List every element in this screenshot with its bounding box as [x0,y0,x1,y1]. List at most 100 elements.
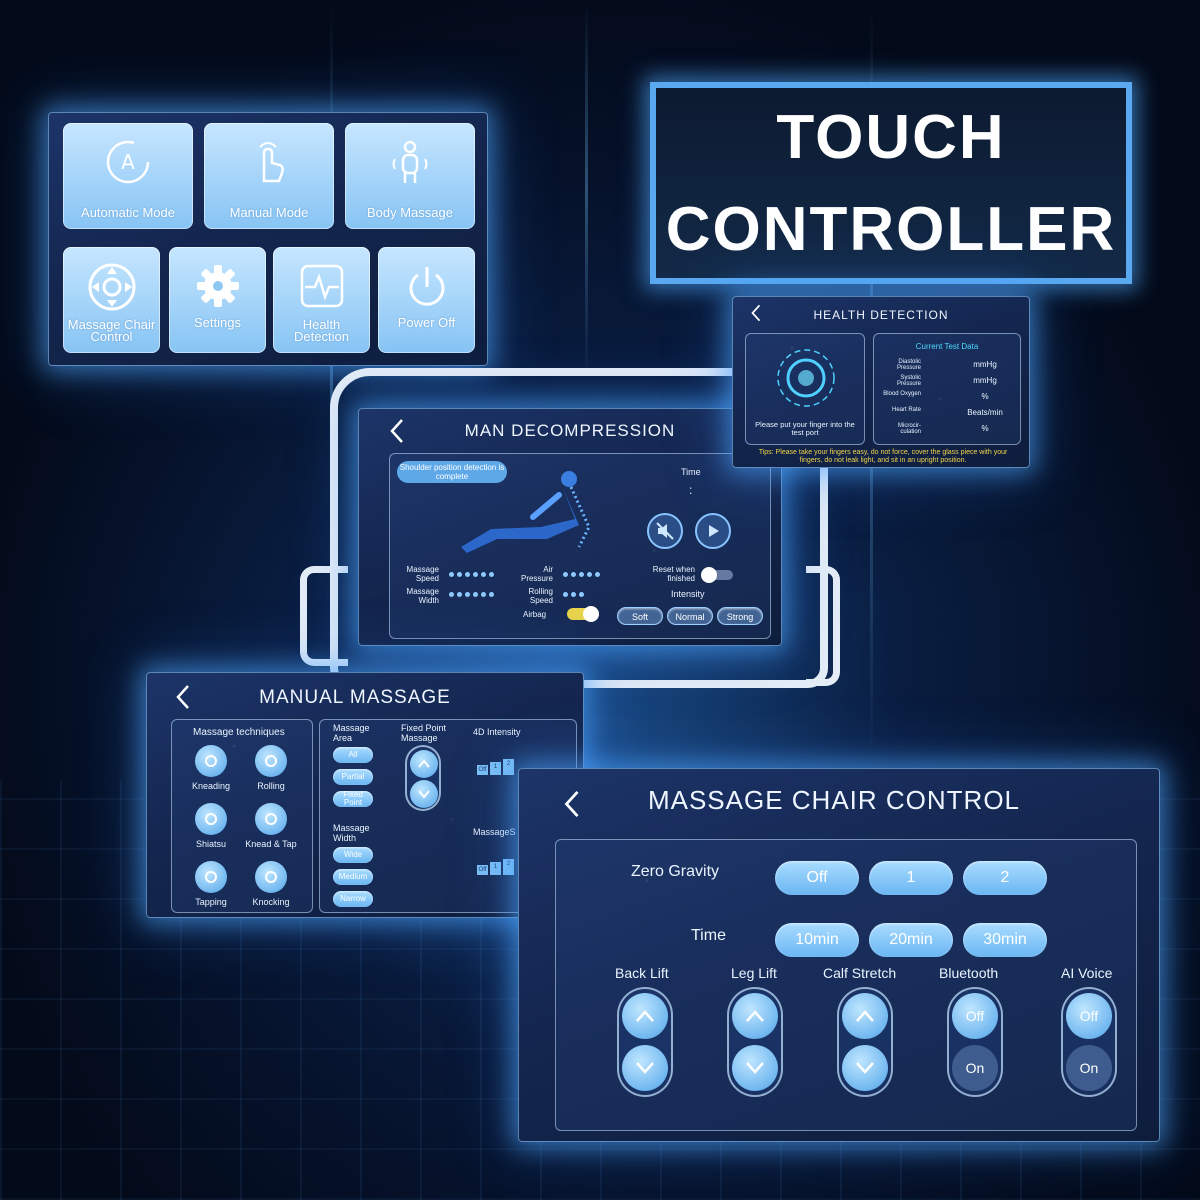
calf-stretch-label: Calf Stretch [823,965,897,981]
controller-arm-left [300,566,348,666]
time-20min-button[interactable]: 20min [869,923,953,957]
leg-lift-up-button[interactable] [732,993,778,1039]
technique-button[interactable] [255,745,287,777]
massage-width-dots[interactable] [449,592,494,597]
techniques-box [171,719,313,913]
techniques-title: Massage techniques [193,727,285,738]
massage-speed-level[interactable]: 1 [490,862,501,875]
current-test-title: Current Test Data [915,342,979,351]
fixed-point-up-button[interactable] [410,750,438,778]
zero-gravity-1-button[interactable]: 1 [869,861,953,895]
ai-voice-on-button[interactable]: On [1066,1045,1112,1091]
air-pressure-dots[interactable] [563,572,600,577]
rolling-speed-label: Rolling Speed [528,587,553,605]
time-10min-button[interactable]: 10min [775,923,859,957]
massage-speed-dots[interactable] [449,572,494,577]
test-data-box [873,333,1021,445]
massage-width-option[interactable]: Medium [333,869,373,885]
play-button[interactable] [695,513,731,549]
back-arrow-icon[interactable] [387,417,407,445]
bluetooth-on-button[interactable]: On [952,1045,998,1091]
technique-label: Rolling [257,781,285,791]
intensity-normal-button[interactable]: Normal [667,607,713,625]
intensity-4d-level[interactable]: 2 [503,759,514,775]
intensity-4d-level[interactable]: Off [477,765,488,775]
tile-power-off[interactable]: Power Off [378,247,475,353]
main-menu-panel: A Automatic Mode Manual Mode Body Massag… [48,112,488,366]
massage-area-option[interactable]: Partial [333,769,373,785]
tile-label: Health Detection [294,317,349,344]
back-arrow-icon[interactable] [561,787,583,821]
chevron-down-icon [856,1062,874,1074]
intensity-label: Intensity [671,589,705,599]
technique-button[interactable] [195,745,227,777]
massage-speed-level[interactable]: 2 [503,859,514,875]
zero-gravity-2-button[interactable]: 2 [963,861,1047,895]
intensity-4d-level[interactable]: 1 [490,762,501,775]
gear-icon [196,265,239,307]
tile-label: Body Massage [367,205,453,220]
calf-stretch-up-button[interactable] [842,993,888,1039]
zero-gravity-off-button[interactable]: Off [775,861,859,895]
technique-button[interactable] [195,803,227,835]
massage-speed-level[interactable]: Off [477,865,488,875]
massage-width-option[interactable]: Narrow [333,891,373,907]
tile-massage-chair-control[interactable]: Massage Chair Control [63,247,160,353]
back-arrow-icon[interactable] [173,683,193,711]
health-row-unit: % [981,424,989,433]
technique-button[interactable] [195,861,227,893]
calf-stretch-down-button[interactable] [842,1045,888,1091]
tile-label: Settings [194,315,241,330]
tile-manual-mode[interactable]: Manual Mode [204,123,334,229]
chair-control-panel: MASSAGE CHAIR CONTROL Zero Gravity Off 1… [518,768,1160,1142]
tile-label: Power Off [397,315,456,330]
intensity-soft-button[interactable]: Soft [617,607,663,625]
massage-speed-label: Massage Speed [406,565,439,583]
health-row-label: Systolic Pressure [896,375,921,387]
airbag-toggle[interactable] [567,606,599,622]
massage-area-option[interactable]: All [333,747,373,763]
zero-gravity-label: Zero Gravity [631,863,720,880]
back-arrow-icon[interactable] [749,303,763,323]
health-detection-panel: HEALTH DETECTION Please put your finger … [732,296,1030,468]
chevron-up-icon [856,1010,874,1022]
technique-label: Tapping [195,897,227,907]
fixed-point-down-button[interactable] [410,780,438,808]
back-lift-up-button[interactable] [622,993,668,1039]
massage-area-option[interactable]: Fixed Point [333,791,373,807]
technique-button[interactable] [255,803,287,835]
reset-when-finished-label: Reset when finished [652,565,695,583]
massage-area-title: Massage Area [333,723,370,743]
ai-voice-off-button[interactable]: Off [1066,993,1112,1039]
ai-voice-switch: Off On [1061,987,1117,1097]
time-label: Time [681,467,701,477]
tile-settings[interactable]: Settings [169,247,266,353]
time-value: : [689,483,693,497]
mute-icon [656,522,674,540]
massage-width-option[interactable]: Wide [333,847,373,863]
massage-width-label: Massage Width [406,587,439,605]
health-row-label: Blood Oxygen [883,391,921,397]
banner-line-1: TOUCH [776,103,1006,172]
controller-arm-right [806,566,840,686]
auto-mode-icon: A [106,140,150,184]
reset-toggle[interactable] [701,567,733,583]
technique-button[interactable] [255,861,287,893]
manual-massage-panel: MANUAL MASSAGE Massage techniques Massag… [146,672,584,918]
mute-voice-button[interactable] [647,513,683,549]
technique-label: Knocking [252,897,290,907]
tile-automatic-mode[interactable]: A Automatic Mode [63,123,193,229]
reclined-body-figure [461,471,591,553]
tile-body-massage[interactable]: Body Massage [345,123,475,229]
leg-lift-down-button[interactable] [732,1045,778,1091]
panel-title: MASSAGE CHAIR CONTROL [647,785,1021,815]
time-30min-button[interactable]: 30min [963,923,1047,957]
technique-icon [265,813,277,825]
bluetooth-off-button[interactable]: Off [952,993,998,1039]
intensity-strong-button[interactable]: Strong [717,607,763,625]
tile-health-detection[interactable]: Health Detection [273,247,370,353]
rolling-speed-dots[interactable] [563,592,584,597]
back-lift-down-button[interactable] [622,1045,668,1091]
health-tips: Tips: Please take your fingers easy, do … [758,449,1008,464]
touch-controller-banner: TOUCH CONTROLLER [650,82,1132,284]
